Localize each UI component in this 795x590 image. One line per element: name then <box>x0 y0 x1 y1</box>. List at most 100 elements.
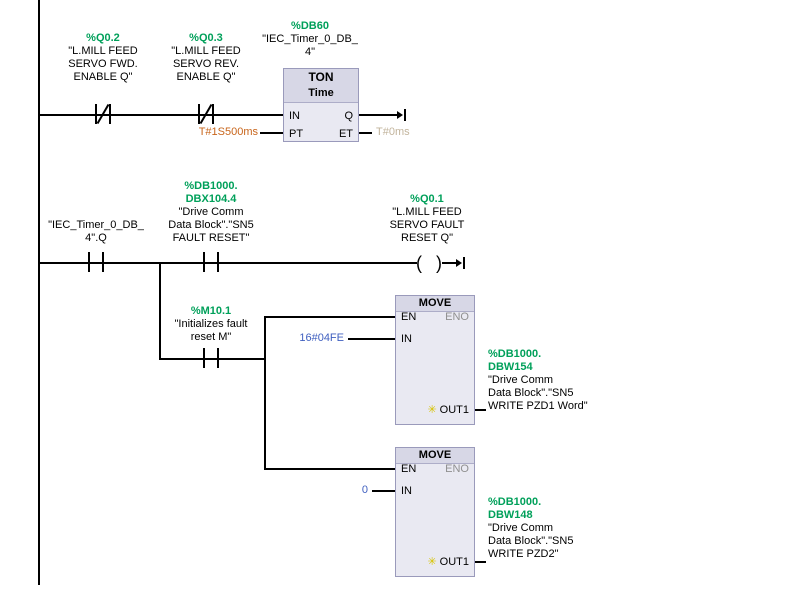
nc-contact-servo-fwd-enable[interactable] <box>95 103 111 125</box>
wire <box>264 468 395 470</box>
block-header: MOVE <box>396 448 474 464</box>
timer-instance-operand[interactable]: %DB60 "IEC_Timer_0_DB_ 4" <box>253 20 367 59</box>
coil-paren-right: ) <box>436 253 442 273</box>
operand-name-line: "Drive Comm <box>488 374 554 386</box>
operand-address: %Q0.3 <box>189 32 223 44</box>
coil-servo-fault-reset[interactable]: ( ) <box>416 253 442 273</box>
operand-address: %DB1000. <box>488 348 542 360</box>
wire <box>38 114 283 116</box>
end-bar <box>404 109 406 121</box>
wire <box>159 262 161 360</box>
operand-name-line: "L.MILL FEED <box>392 206 462 218</box>
block-title: TON <box>308 70 334 84</box>
operand-name-line: "L.MILL FEED <box>171 45 241 57</box>
operand-name-line: SERVO FAULT <box>389 219 465 231</box>
contact-bar <box>217 252 219 272</box>
wire <box>475 409 486 411</box>
operand-address: DBW148 <box>488 509 533 521</box>
operand-name-line: Data Block"."SN5 <box>488 535 574 547</box>
operand-name-line: "IEC_Timer_0_DB_ <box>48 219 144 231</box>
operand-name-line: Data Block"."SN5 <box>168 219 254 231</box>
contact-bar <box>102 252 104 272</box>
move1-in-value[interactable]: 16#04FE <box>299 332 344 344</box>
contact-bar <box>95 104 97 124</box>
pin-en: EN <box>401 311 417 323</box>
ton-timer-block[interactable]: TON Time IN Q PT ET <box>283 68 359 142</box>
operand-address: %Q0.2 <box>86 32 120 44</box>
wire <box>372 490 395 492</box>
wire <box>475 561 486 563</box>
move-block-2[interactable]: MOVE EN ENO IN ✳ OUT1 <box>395 447 475 577</box>
pin-pt: PT <box>289 128 304 140</box>
operand-label-q0-2[interactable]: %Q0.2 "L.MILL FEED SERVO FWD. ENABLE Q" <box>48 32 158 84</box>
wire <box>159 358 266 360</box>
nc-slash <box>199 103 213 125</box>
pt-value[interactable]: T#1S500ms <box>198 126 258 138</box>
star-icon: ✳ <box>427 556 437 568</box>
operand-name-line: WRITE PZD1 Word" <box>488 400 588 412</box>
coil-paren-left: ( <box>416 253 422 273</box>
operand-label-dbw154[interactable]: %DB1000. DBW154 "Drive Comm Data Block".… <box>488 348 633 413</box>
block-type-label: Time <box>308 87 334 99</box>
operand-name-line: "IEC_Timer_0_DB_ <box>262 33 358 45</box>
operand-address: %DB1000. <box>184 180 238 192</box>
operand-name-line: SERVO REV. <box>172 58 240 70</box>
operand-address: %M10.1 <box>190 305 232 317</box>
operand-address: %DB1000. <box>488 496 542 508</box>
pin-out1-row: ✳ OUT1 <box>427 404 469 417</box>
operand-address: DBW154 <box>488 361 533 373</box>
wire <box>359 132 372 134</box>
contact-bar <box>217 348 219 368</box>
end-bar <box>463 257 465 269</box>
nc-contact-servo-rev-enable[interactable] <box>198 103 214 125</box>
pin-out1-row: ✳ OUT1 <box>427 556 469 569</box>
wire <box>260 132 283 134</box>
power-rail <box>38 0 40 585</box>
pin-out1: OUT1 <box>439 404 469 416</box>
operand-name-line: 4".Q <box>85 232 107 244</box>
nc-slash <box>96 103 110 125</box>
contact-bar <box>203 348 205 368</box>
operand-name-line: WRITE PZD2" <box>488 548 559 560</box>
pin-in: IN <box>401 333 412 345</box>
operand-label-dbw148[interactable]: %DB1000. DBW148 "Drive Comm Data Block".… <box>488 496 633 561</box>
operand-label-timer-q[interactable]: "IEC_Timer_0_DB_ 4".Q <box>40 219 152 245</box>
wire <box>38 262 417 264</box>
operand-address: %DB60 <box>291 20 329 32</box>
operand-label-q0-3[interactable]: %Q0.3 "L.MILL FEED SERVO REV. ENABLE Q" <box>151 32 261 84</box>
operand-name-line: ENABLE Q" <box>176 71 236 83</box>
contact-bar <box>212 104 214 124</box>
contact-bar <box>88 252 90 272</box>
no-contact-init-fault-reset[interactable] <box>203 348 219 368</box>
operand-name-line: reset M" <box>190 331 232 343</box>
contact-bar <box>109 104 111 124</box>
no-contact-timer-q[interactable] <box>88 252 104 272</box>
operand-address: %Q0.1 <box>410 193 444 205</box>
operand-label-m10-1[interactable]: %M10.1 "Initializes fault reset M" <box>150 305 272 344</box>
operand-name-line: 4" <box>304 46 316 58</box>
wire <box>359 114 397 116</box>
pin-in: IN <box>401 485 412 497</box>
pin-en: EN <box>401 463 417 475</box>
move-block-1[interactable]: MOVE EN ENO IN ✳ OUT1 <box>395 295 475 425</box>
operand-name-line: "L.MILL FEED <box>68 45 138 57</box>
operand-name-line: ENABLE Q" <box>73 71 133 83</box>
operand-name-line: FAULT RESET" <box>172 232 250 244</box>
wire <box>442 262 456 264</box>
operand-name-line: "Drive Comm <box>178 206 244 218</box>
operand-label-q0-1[interactable]: %Q0.1 "L.MILL FEED SERVO FAULT RESET Q" <box>369 193 485 245</box>
no-contact-fault-reset[interactable] <box>203 252 219 272</box>
open-branch-end <box>456 257 465 269</box>
contact-bar <box>203 252 205 272</box>
pin-eno: ENO <box>445 311 469 323</box>
open-branch-end <box>397 109 406 121</box>
block-header: MOVE <box>396 296 474 312</box>
move2-in-value[interactable]: 0 <box>361 484 368 496</box>
arrow-right-icon <box>456 259 462 267</box>
operand-name-line: Data Block"."SN5 <box>488 387 574 399</box>
operand-label-fault-reset[interactable]: %DB1000. DBX104.4 "Drive Comm Data Block… <box>153 180 269 245</box>
block-title: MOVE <box>418 297 452 309</box>
operand-name-line: "Drive Comm <box>488 522 554 534</box>
pin-et: ET <box>338 128 353 140</box>
